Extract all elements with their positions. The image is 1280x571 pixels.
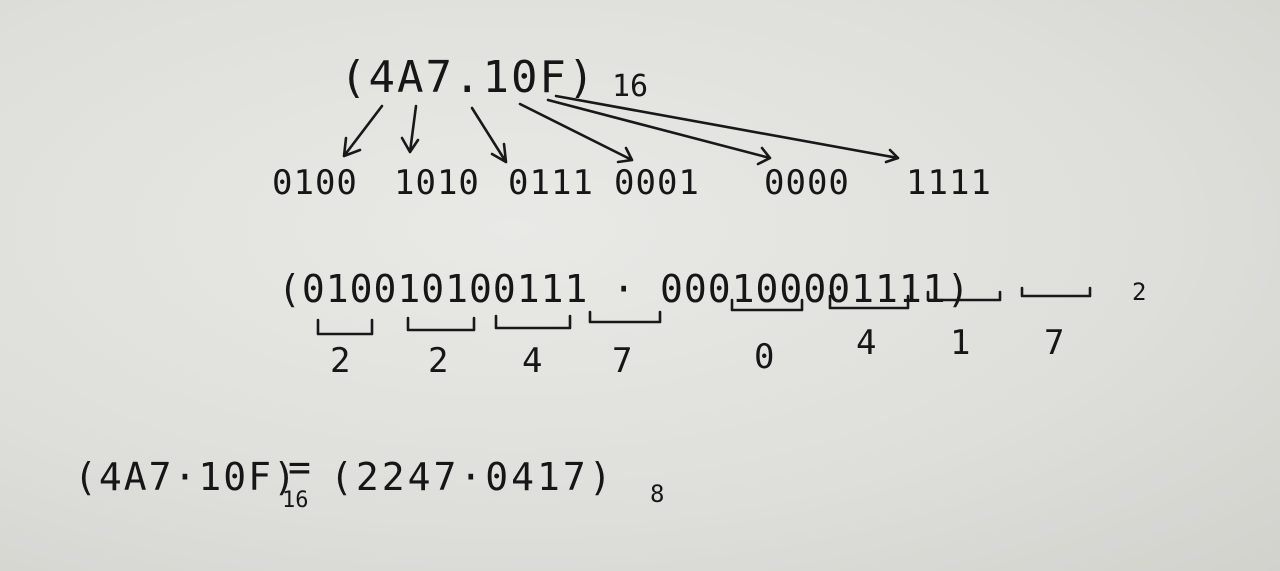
bracket-frac-4 xyxy=(1020,286,1092,298)
binary-group-f: 1111 xyxy=(906,163,992,203)
hex-number: (4A7.10F) xyxy=(340,52,597,103)
binary-base-subscript: 2 xyxy=(1132,278,1147,306)
octal-int-digit-3: 4 xyxy=(522,341,543,381)
binary-expression: (010010100111 · 000100001111) xyxy=(278,267,971,311)
arrow-7 xyxy=(470,106,508,164)
binary-group-a: 1010 xyxy=(394,163,480,203)
bracket-int-1 xyxy=(316,318,374,336)
octal-frac-digit-3: 1 xyxy=(950,323,971,363)
result-equals: = xyxy=(288,445,313,489)
octal-frac-digit-2: 4 xyxy=(856,323,877,363)
bracket-int-2 xyxy=(406,316,476,332)
octal-frac-digit-4: 7 xyxy=(1044,323,1065,363)
octal-int-digit-1: 2 xyxy=(330,341,351,381)
bracket-int-4 xyxy=(588,310,662,324)
integer-group-brackets xyxy=(316,310,662,336)
result-lhs-base: 16 xyxy=(282,488,309,513)
binary-group-4: 0100 xyxy=(272,163,358,203)
result-rhs: (2247·0417) xyxy=(330,455,615,499)
binary-group-1: 0001 xyxy=(614,163,700,203)
bracket-int-3 xyxy=(494,314,572,330)
arrow-0 xyxy=(546,98,772,166)
arrow-a xyxy=(400,104,420,154)
arrow-f xyxy=(554,94,900,164)
result-rhs-base: 8 xyxy=(650,480,665,508)
octal-int-digit-4: 7 xyxy=(612,341,633,381)
hex-base-subscript: 16 xyxy=(612,69,649,104)
result-lhs: (4A7·10F) xyxy=(74,455,298,499)
conversion-arrows xyxy=(342,94,900,166)
binary-group-0: 0000 xyxy=(764,163,850,203)
octal-int-digit-2: 2 xyxy=(428,341,449,381)
arrow-4 xyxy=(342,104,384,158)
binary-group-7: 0111 xyxy=(508,163,594,203)
arrow-1 xyxy=(518,102,634,164)
octal-frac-digit-1: 0 xyxy=(754,337,775,377)
